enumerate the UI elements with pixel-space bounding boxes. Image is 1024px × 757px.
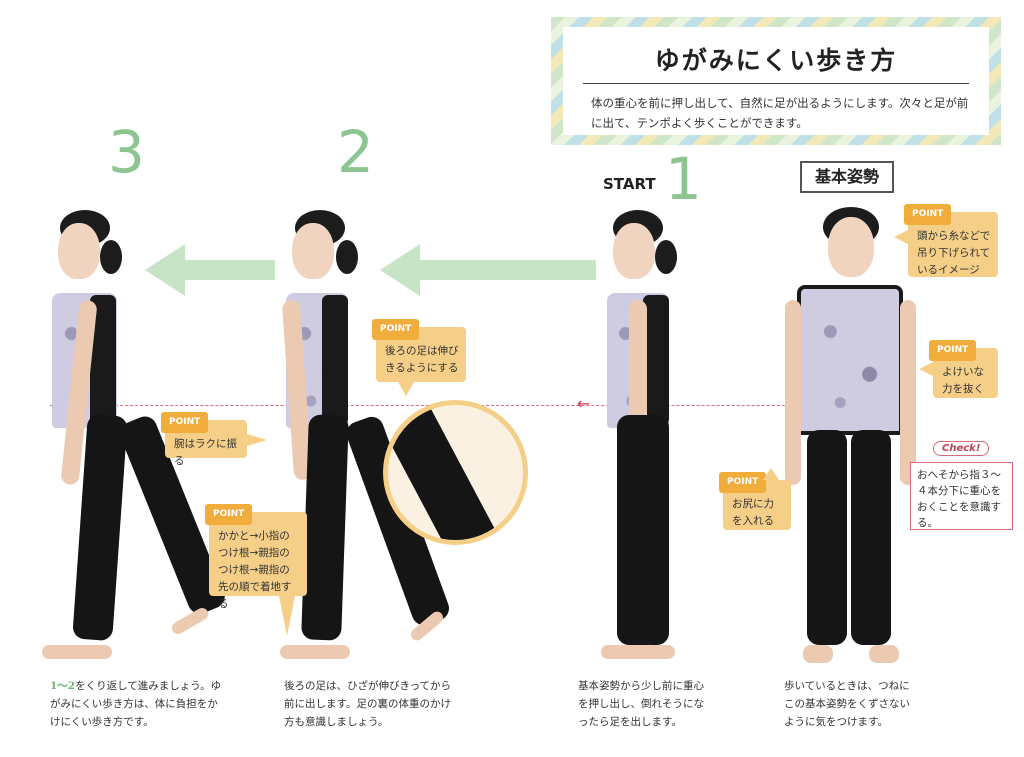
point-tag: POINT (904, 204, 952, 225)
check-box: おへそから指３～４本分下に重心をおくことを意識する。 (910, 462, 1013, 530)
point-tag: POINT (372, 319, 420, 340)
point-hip-text: お尻に力を入れる (732, 498, 774, 527)
caption-step-3-text: をくり返して進みましょう。ゆがみにくい歩き方は、体に負担をかけにくい歩き方です。 (50, 680, 222, 728)
step-number-2: 2 (337, 118, 374, 186)
start-label: START (603, 175, 656, 193)
caption-step-3-highlight: 1～2 (50, 680, 76, 692)
check-text: おへそから指３～４本分下に重心をおくことを意識する。 (917, 469, 1001, 529)
figure-step-1 (595, 205, 705, 665)
point-arm: POINT 腕はラクに振る (161, 412, 267, 467)
step-number-1: 1 (665, 145, 702, 213)
step-number-3: 3 (108, 118, 145, 186)
basic-posture-label: 基本姿勢 (800, 161, 894, 193)
point-shoulder: POINT よけいな力を抜く (919, 340, 998, 398)
title-panel: ゆがみにくい歩き方 体の重心を前に押し出して、自然に足が出るようにします。次々と… (563, 27, 989, 135)
point-arm-text: 腕はラクに振る (174, 438, 237, 467)
point-tag: POINT (161, 412, 209, 433)
figure-step-2 (270, 205, 453, 665)
caption-step-1: 基本姿勢から少し前に重心を押し出し、倒れそうになったら足を出します。 (578, 680, 704, 728)
point-tag: POINT (205, 504, 253, 525)
point-back-foot-text: 後ろの足は伸びきるようにする (385, 345, 459, 374)
foot-zoom-circle (383, 400, 528, 545)
point-head-text: 頭から糸などで吊り下げられているイメージ (917, 230, 991, 276)
title-description: 体の重心を前に押し出して、自然に足が出るようにします。次々と足が前に出て、テンポ… (591, 96, 969, 130)
page-title: ゆがみにくい歩き方 (654, 46, 898, 75)
title-frame: ゆがみにくい歩き方 体の重心を前に押し出して、自然に足が出るようにします。次々と… (551, 17, 1001, 145)
figure-step-3 (40, 205, 229, 665)
point-back-foot: POINT 後ろの足は伸びきるようにする (372, 319, 466, 396)
point-heel-text: かかと→小指のつけ根→親指のつけ根→親指の先の順で着地する (218, 530, 292, 610)
point-head: POINT 頭から糸などで吊り下げられているイメージ (894, 204, 998, 277)
caption-step-2: 後ろの足は、ひざが伸びきってから前に出します。足の裏の体重のかけ方も意識しましょ… (284, 680, 452, 728)
point-hip: POINT お尻に力を入れる (719, 468, 791, 530)
small-left-arrow-icon: ← (577, 394, 591, 413)
point-shoulder-text: よけいな力を抜く (942, 366, 984, 395)
point-tag: POINT (929, 340, 977, 361)
point-tag: POINT (719, 472, 767, 493)
point-heel: POINT かかと→小指のつけ根→親指のつけ根→親指の先の順で着地する (205, 504, 307, 636)
figure-basic-posture (785, 205, 916, 675)
caption-basic-posture: 歩いているときは、つねにこの基本姿勢をくずさないように気をつけます。 (784, 680, 910, 728)
caption-step-3: 1～2をくり返して進みましょう。ゆがみにくい歩き方は、体に負担をかけにくい歩き方… (50, 677, 225, 731)
title-divider (583, 83, 969, 84)
check-tag: Check! (933, 441, 990, 456)
